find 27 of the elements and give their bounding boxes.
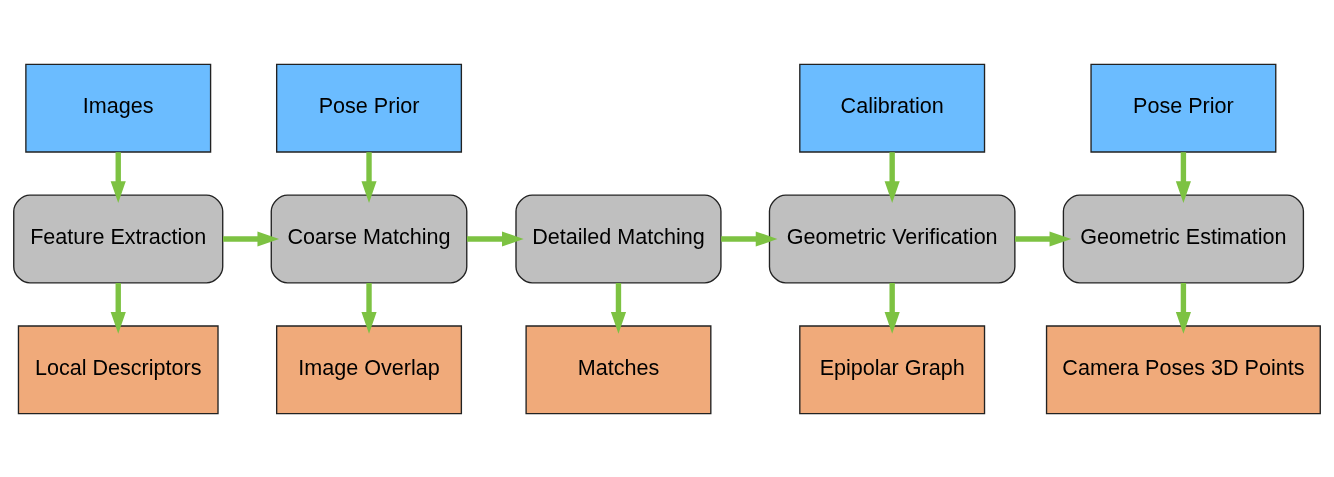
arrow <box>884 151 900 203</box>
node-box: Calibration <box>799 63 986 153</box>
arrow <box>884 282 900 334</box>
node-box: Image Overlap <box>276 324 463 414</box>
node-box: Pose Prior <box>1090 63 1277 153</box>
arrow <box>110 282 126 334</box>
node-box: Coarse Matching <box>270 194 468 283</box>
node-box: Geometric Verification <box>768 194 1016 283</box>
node-box: Geometric Estimation <box>1062 194 1305 283</box>
arrow <box>110 151 126 203</box>
node-box: Local Descriptors <box>17 324 219 414</box>
node-box: Matches <box>525 324 712 414</box>
arrow <box>1175 151 1191 203</box>
node-box: Pose Prior <box>276 63 463 153</box>
arrow <box>1175 282 1191 334</box>
arrow <box>1015 230 1072 247</box>
arrow <box>610 282 627 334</box>
arrow <box>721 230 778 247</box>
arrow <box>223 230 280 247</box>
arrow <box>466 230 524 247</box>
node-box: Camera Poses 3D Points <box>1045 324 1321 414</box>
node-box: Feature Extraction <box>13 194 224 283</box>
node-box: Epipolar Graph <box>799 324 986 414</box>
arrow <box>361 282 377 334</box>
arrow <box>361 151 377 203</box>
node-box: Images <box>25 63 212 153</box>
node-box: Detailed Matching <box>515 194 722 283</box>
